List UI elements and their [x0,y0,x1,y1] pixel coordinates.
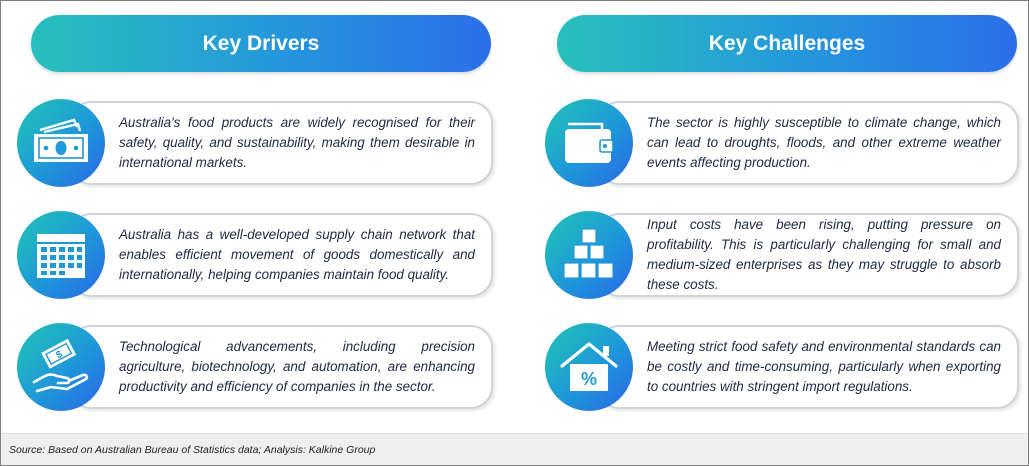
challenge-card-2: Input costs have been rising, putting pr… [545,211,1019,299]
driver-text-1: Australia's food products are widely rec… [119,115,475,170]
stacked-boxes-icon [545,211,633,299]
challenge-text-1: The sector is highly susceptible to clim… [647,115,1001,170]
challenge-card-box [597,325,1019,409]
challenge-card-box [597,101,1019,185]
source-footer: Source: Based on Australian Bureau of St… [1,433,1028,465]
driver-card-1: Australia's food products are widely rec… [17,99,493,187]
challenge-text-2: Input costs have been rising, putting pr… [647,217,1001,292]
driver-text-3: Technological advancements, including pr… [119,339,475,394]
driver-text-2: Australia has a well-developed supply ch… [119,227,475,282]
challenge-card-3: % Meeting strict food safety and environ… [545,323,1019,411]
svg-text:$: $ [54,349,64,362]
driver-card-box [69,213,493,297]
key-drivers-header: Key Drivers [31,15,491,72]
svg-text:%: % [581,369,597,389]
driver-card-2: Australia has a well-developed supply ch… [17,211,493,299]
key-challenges-header: Key Challenges [557,15,1017,72]
money-icon [17,99,105,187]
wallet-icon [545,99,633,187]
house-percent-icon: % [545,323,633,411]
driver-card-3: $ Technological advancements, including … [17,323,493,411]
cash-in-hand-icon: $ [17,323,105,411]
key-challenges-title: Key Challenges [708,31,866,55]
challenge-card-1: The sector is highly susceptible to clim… [545,99,1019,187]
driver-card-box [69,101,493,185]
source-text: Source: Based on Australian Bureau of St… [9,443,376,456]
key-drivers-title: Key Drivers [202,31,320,55]
calendar-icon [17,211,105,299]
challenge-card-box [597,213,1019,297]
challenge-text-3: Meeting strict food safety and environme… [647,339,1001,394]
driver-card-box [69,325,493,409]
